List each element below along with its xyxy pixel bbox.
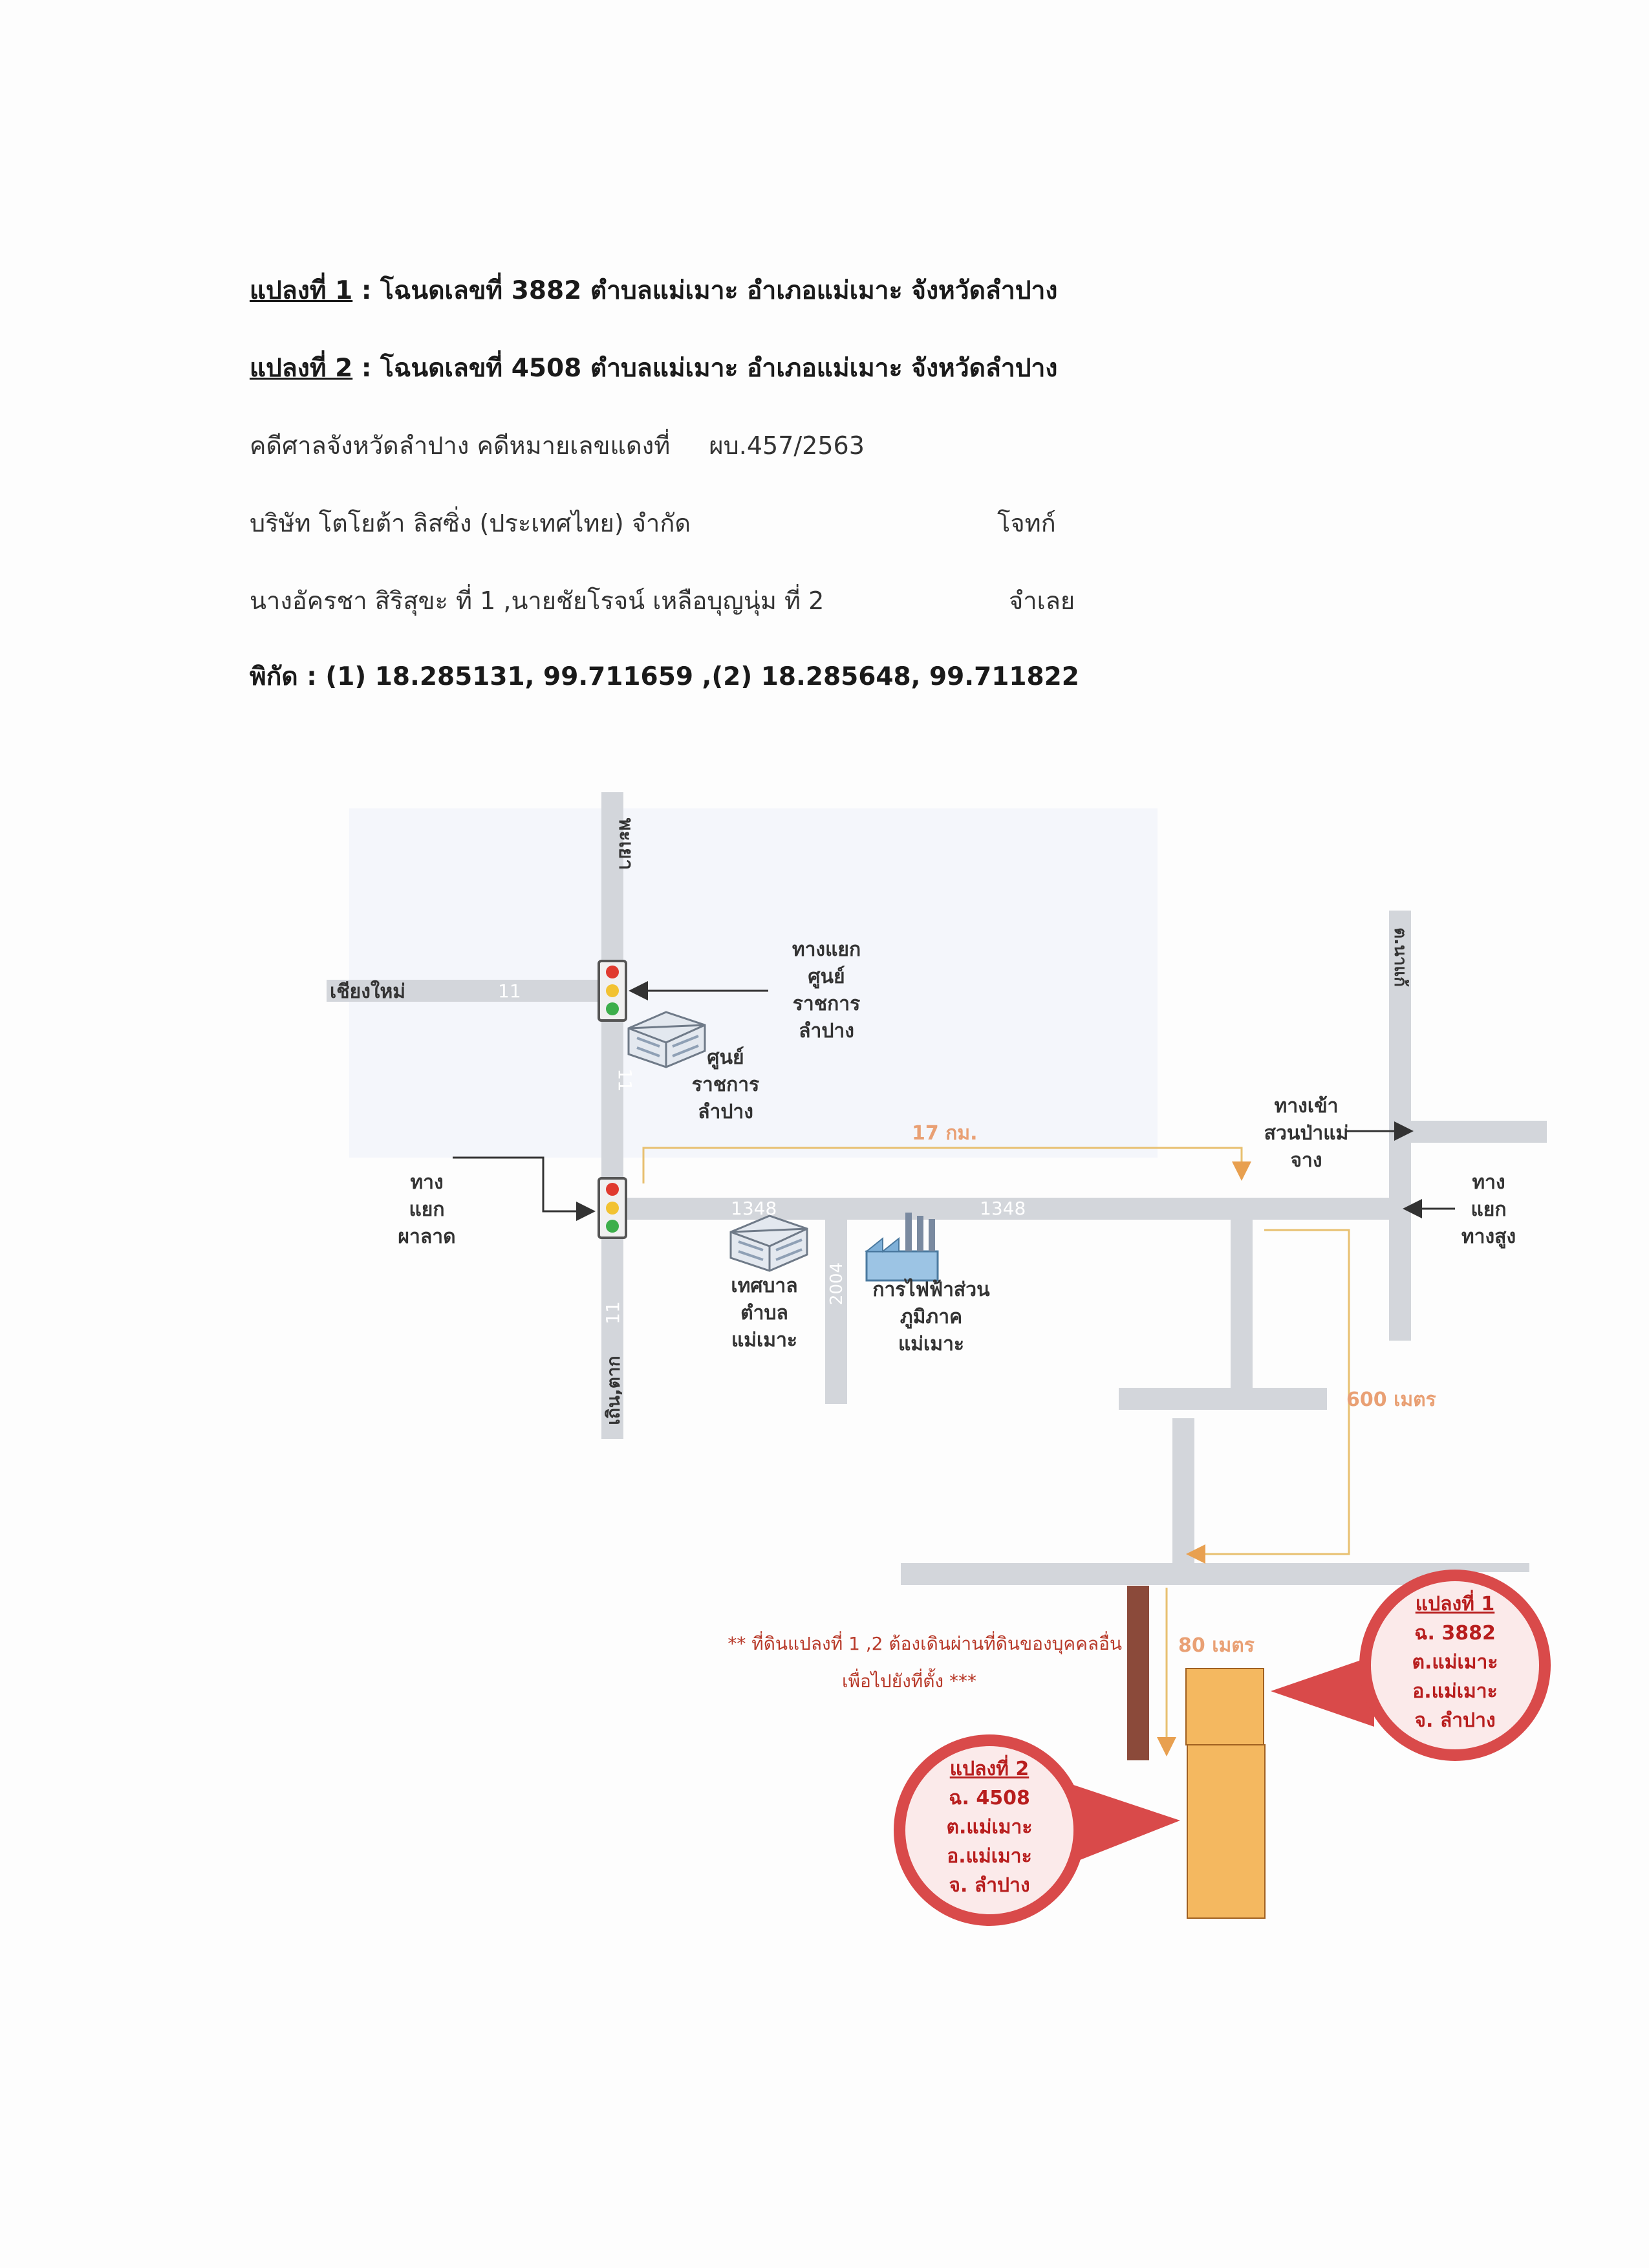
road-1348 (623, 1198, 1399, 1220)
plot-2-callout-province: จ. ลำปาง (949, 1874, 1029, 1897)
gov-center-label-2: ราชการ (692, 1074, 759, 1096)
label-road-11-a: 11 (498, 980, 521, 1002)
egat-label-1: การไฟฟ้าส่วน (872, 1278, 990, 1301)
coordinates: พิกัด : (1) 18.285131, 99.711659 ,(2) 18… (250, 662, 1079, 691)
municipality-label-1: เทศบาล (731, 1275, 797, 1297)
junction-right-label-3: ทางสูง (1461, 1226, 1516, 1249)
label-road-11-c: 11 (602, 1301, 623, 1324)
road-park-entry (1411, 1121, 1547, 1143)
plot-1-callout-deed: ฉ. 3882 (1414, 1622, 1496, 1645)
plot1-label: แปลงที่ 1 (250, 276, 353, 305)
plot1-line: แปลงที่ 1 : โฉนดเลขที่ 3882 ตำบลแม่เมาะ … (250, 270, 1057, 310)
junction-right-label-2: แยก (1471, 1198, 1506, 1221)
municipality-building-icon (729, 1215, 808, 1272)
label-road-11-b: 11 (614, 1068, 636, 1092)
pha-lat-label-1: ทาง (410, 1171, 443, 1194)
label-thoen: เถิน,ตาก (603, 1355, 624, 1425)
plot-1-callout-province: จ. ลำปาง (1414, 1709, 1495, 1732)
plot-1-callout-amphoe: อ.แม่เมาะ (1412, 1680, 1498, 1703)
label-phayao: พะเยา (614, 818, 637, 870)
plot-1-callout-title: แปลงที่ 1 (1416, 1590, 1495, 1615)
label-road-1348-a: 1348 (731, 1198, 777, 1219)
park-entry-label-1: ทางเข้า (1275, 1095, 1339, 1118)
road-2004 (825, 1220, 847, 1404)
distance-600m: 600 เมตร (1346, 1388, 1436, 1411)
court-case-line: คดีศาลจังหวัดลำปาง คดีหมายเลขแดงที่ ผบ.4… (250, 426, 865, 465)
egat-label-3: แม่เมาะ (898, 1333, 964, 1355)
junction-right-label-1: ทาง (1472, 1171, 1505, 1194)
gov-junction-label-2: ศูนย์ (808, 966, 845, 989)
distance-17km: 17 กม. (912, 1122, 978, 1145)
traffic-light-2-icon (598, 1177, 627, 1239)
pha-lat-label-2: แยก (409, 1198, 444, 1221)
traffic-light-1-icon (598, 960, 627, 1022)
label-chiang-mai: เชียงใหม่ (330, 980, 405, 1003)
gov-center-label-1: ศูนย์ (707, 1046, 744, 1070)
gov-junction-label-4: ลำปาง (799, 1020, 854, 1042)
plot-1-callout: แปลงที่ 1 ฉ. 3882 ต.แม่เมาะ อ.แม่เมาะ จ.… (1271, 1570, 1551, 1761)
distance-80m: 80 เมตร (1178, 1634, 1255, 1657)
access-note-line1: ** ที่ดินแปลงที่ 1 ,2 ต้องเดินผ่านที่ดิน… (727, 1631, 1122, 1655)
plot1-description: : โฉนดเลขที่ 3882 ตำบลแม่เมาะ อำเภอแม่เม… (352, 276, 1058, 305)
road-11-vertical (601, 792, 623, 1439)
pha-lat-arrow (453, 1156, 596, 1221)
road-soi-c (1172, 1418, 1194, 1563)
plot-2-callout-deed: ฉ. 4508 (949, 1787, 1030, 1809)
plot-2-callout-title: แปลงที่ 2 (950, 1755, 1029, 1780)
distance-600m-line (1186, 1229, 1350, 1564)
road-chiang-mai (327, 980, 611, 1002)
plot-1-parcel (1185, 1668, 1264, 1745)
plot-2-callout-amphoe: อ.แม่เมาะ (947, 1845, 1032, 1868)
road-soi-a (1231, 1220, 1253, 1402)
egat-label-2: ภูมิภาค (900, 1306, 962, 1329)
plot2-description: : โฉนดเลขที่ 4508 ตำบลแม่เมาะ อำเภอแม่เม… (352, 354, 1058, 383)
road-soi-d (901, 1563, 1452, 1585)
label-nga: ต.นาแก้ (1390, 927, 1410, 987)
pha-lat-label-3: ผาลาด (398, 1226, 455, 1248)
court-case-text: คดีศาลจังหวัดลำปาง คดีหมายเลขแดงที่ (250, 431, 671, 460)
plot-2-parcel (1187, 1744, 1266, 1919)
plaintiff-role: โจทก์ (997, 509, 1056, 537)
defendant-role: จำเลย (1009, 587, 1075, 615)
plot2-line: แปลงที่ 2 : โฉนดเลขที่ 4508 ตำบลแม่เมาะ … (250, 348, 1057, 388)
park-entry-label-2: สวนป่าแม่ (1264, 1122, 1349, 1145)
label-road-2004: 2004 (827, 1262, 846, 1305)
plot-2-callout-tambon: ต.แม่เมาะ (947, 1816, 1033, 1839)
road-soi-d-ext (1452, 1563, 1529, 1572)
private-land-path (1127, 1586, 1149, 1760)
municipality-label-2: ตำบล (740, 1302, 788, 1324)
plaintiff-name: บริษัท โตโยต้า ลิสซิ่ง (ประเทศไทย) จำกัด (250, 509, 691, 537)
label-road-1348-b: 1348 (980, 1198, 1026, 1219)
plot-1-callout-tambon: ต.แม่เมาะ (1412, 1651, 1498, 1674)
road-soi-b (1119, 1388, 1327, 1410)
municipality-label-3: แม่เมาะ (731, 1329, 797, 1352)
park-entry-label-3: จาง (1290, 1149, 1322, 1172)
access-note-line2: เพื่อไปยังที่ตั้ง *** (842, 1668, 976, 1692)
defendants-names: นางอัครชา สิริสุขะ ที่ 1 ,นายชัยโรจน์ เห… (250, 587, 824, 615)
plot2-label: แปลงที่ 2 (250, 354, 353, 383)
distance-17km-line (642, 1147, 1251, 1183)
gov-junction-label-3: ราชการ (793, 993, 860, 1015)
case-number: ผบ.457/2563 (709, 431, 865, 460)
gov-center-label-3: ลำปาง (698, 1101, 753, 1123)
factory-icon (865, 1213, 939, 1282)
gov-junction-label-1: ทางแยก (792, 938, 861, 961)
plot-2-callout: แปลงที่ 2 ฉ. 4508 ต.แม่เมาะ อ.แม่เมาะ จ.… (894, 1734, 1180, 1926)
gov-center-building-icon (627, 1011, 706, 1068)
